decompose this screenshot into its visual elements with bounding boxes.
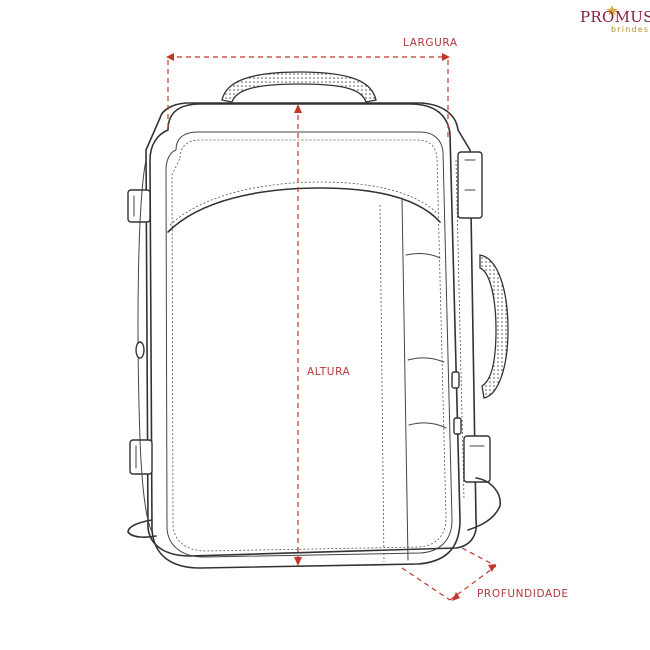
depth-line-lower <box>401 567 451 601</box>
side-pleat-1 <box>405 253 441 259</box>
front-panel-stitch <box>171 139 447 552</box>
front-panel <box>165 131 453 558</box>
height-label-bg <box>302 362 358 380</box>
width-arrow-left <box>166 53 174 61</box>
back-panel <box>145 102 478 557</box>
front-pocket-stitch <box>169 181 439 226</box>
width-arrow-right <box>442 53 450 61</box>
right-bottom-buckle <box>463 435 491 483</box>
side-zipper-track <box>455 159 465 501</box>
height-label: ALTURA <box>307 366 351 378</box>
backpack-illustration <box>127 71 509 569</box>
width-label: LARGURA <box>403 37 458 49</box>
depth-line-upper <box>461 547 497 567</box>
height-arrow-bottom <box>294 557 302 566</box>
height-arrow-top <box>294 104 302 113</box>
depth-arrow-right <box>488 564 496 572</box>
height-dimension: ALTURA <box>294 104 358 566</box>
left-top-buckle <box>127 189 151 223</box>
depth-label: PROFUNDIDADE <box>477 588 569 600</box>
center-seam <box>379 204 385 563</box>
zipper-pull-2 <box>453 417 462 435</box>
front-pocket-zipper <box>167 187 441 233</box>
side-pleat-2 <box>407 357 445 363</box>
zipper-pull-1 <box>451 371 460 389</box>
left-side-edge <box>137 159 153 533</box>
side-compartment-line <box>401 197 409 561</box>
top-handle <box>221 71 377 103</box>
bottom-right-strap <box>467 477 501 531</box>
bottom-left-foot <box>127 519 157 538</box>
star-icon <box>606 5 618 16</box>
side-pleat-3 <box>408 422 447 429</box>
logo-name: PROMUS <box>580 8 650 26</box>
promus-logo: PROMUS brindes <box>580 5 650 34</box>
logo-tagline: brindes <box>611 25 649 34</box>
depth-arrow-left <box>452 592 460 601</box>
width-dimension: LARGURA <box>166 37 458 140</box>
backpack-body <box>149 103 461 569</box>
depth-line-cross <box>449 565 497 601</box>
side-handle <box>479 254 509 399</box>
depth-dimension: PROFUNDIDADE <box>401 547 569 601</box>
left-side-loop <box>135 341 145 359</box>
right-top-buckle <box>457 151 483 219</box>
